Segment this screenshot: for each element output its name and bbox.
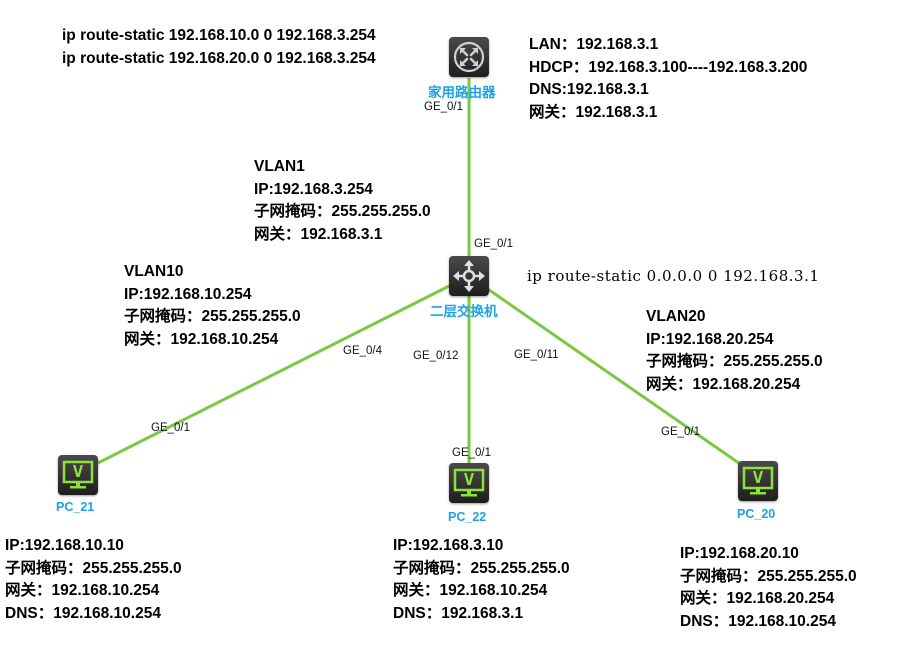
pc21-device[interactable] bbox=[58, 455, 98, 495]
vlan1-gateway: 网关：192.168.3.1 bbox=[254, 225, 383, 243]
pc21-dns: DNS：192.168.10.254 bbox=[5, 604, 161, 622]
pc22-ip: IP:192.168.3.10 bbox=[393, 537, 504, 554]
pc20-gateway: 网关：192.168.20.254 bbox=[680, 590, 835, 607]
vlan1-ip: IP:192.168.3.254 bbox=[254, 180, 373, 198]
vlan20-gateway: 网关：192.168.20.254 bbox=[646, 375, 801, 393]
pc20-label: PC_20 bbox=[737, 507, 776, 521]
port-pc21-ge: GE_0/1 bbox=[151, 422, 190, 434]
router-gateway: 网关：192.168.3.1 bbox=[529, 103, 658, 121]
switch-icon bbox=[453, 260, 485, 292]
port-switch-pc20: GE_0/11 bbox=[514, 349, 559, 361]
link-switch-pc21 bbox=[91, 274, 470, 468]
link-switch-pc20 bbox=[468, 274, 747, 470]
pc21-gateway: 网关：192.168.10.254 bbox=[5, 582, 160, 599]
pc21-config: IP:192.168.10.10 子网掩码：255.255.255.0 网关：1… bbox=[5, 535, 182, 625]
vlan1-mask: 子网掩码：255.255.255.0 bbox=[254, 203, 431, 220]
pc20-dns: DNS：192.168.10.254 bbox=[680, 612, 836, 630]
router-dns: DNS:192.168.3.1 bbox=[529, 81, 649, 98]
port-switch-pc22: GE_0/12 bbox=[413, 350, 459, 362]
router-routes: ip route-static 192.168.10.0 0 192.168.3… bbox=[62, 25, 376, 70]
pc-icon bbox=[453, 468, 485, 497]
pc20-mask: 子网掩码：255.255.255.0 bbox=[680, 567, 857, 585]
switch-label: 二层交换机 bbox=[430, 304, 498, 319]
vlan10-gateway: 网关：192.168.10.254 bbox=[124, 330, 279, 348]
pc21-ip: IP:192.168.10.10 bbox=[5, 537, 124, 554]
port-switch-pc21: GE_0/4 bbox=[343, 345, 382, 357]
pc22-label: PC_22 bbox=[448, 510, 487, 524]
vlan20-title: VLAN20 bbox=[646, 308, 706, 325]
pc21-mask: 子网掩码：255.255.255.0 bbox=[5, 559, 182, 577]
router-device[interactable] bbox=[449, 37, 489, 77]
vlan10-config: VLAN10 IP:192.168.10.254 子网掩码：255.255.25… bbox=[124, 261, 301, 351]
vlan10-title: VLAN10 bbox=[124, 263, 184, 280]
port-pc20-ge: GE_0/1 bbox=[661, 426, 700, 438]
pc20-device[interactable] bbox=[738, 461, 778, 501]
pc-icon bbox=[62, 460, 94, 489]
switch-device[interactable] bbox=[449, 256, 489, 296]
pc22-mask: 子网掩码：255.255.255.0 bbox=[393, 559, 570, 577]
pc22-config: IP:192.168.3.10 子网掩码：255.255.255.0 网关：19… bbox=[393, 535, 570, 625]
pc20-ip: IP:192.168.20.10 bbox=[680, 545, 799, 562]
router-icon bbox=[453, 41, 485, 73]
vlan1-config: VLAN1 IP:192.168.3.254 子网掩码：255.255.255.… bbox=[254, 156, 431, 246]
pc21-label: PC_21 bbox=[56, 500, 95, 514]
router-label: 家用路由器 bbox=[428, 85, 496, 100]
vlan20-config: VLAN20 IP:192.168.20.254 子网掩码：255.255.25… bbox=[646, 306, 823, 396]
router-config: LAN：192.168.3.1 HDCP：192.168.3.100----19… bbox=[529, 34, 807, 124]
router-dhcp: HDCP：192.168.3.100----192.168.3.200 bbox=[529, 58, 808, 76]
pc22-device[interactable] bbox=[449, 463, 489, 503]
port-router-ge: GE_0/1 bbox=[424, 101, 463, 113]
pc22-gateway: 网关：192.168.10.254 bbox=[393, 582, 548, 599]
router-lan: LAN：192.168.3.1 bbox=[529, 36, 659, 53]
router-route-line: ip route-static 192.168.20.0 0 192.168.3… bbox=[62, 49, 376, 67]
pc20-config: IP:192.168.20.10 子网掩码：255.255.255.0 网关：1… bbox=[680, 543, 857, 633]
switch-route: ip route-static 0.0.0.0 0 192.168.3.1 bbox=[527, 267, 820, 285]
vlan10-mask: 子网掩码：255.255.255.0 bbox=[124, 308, 301, 325]
port-switch-up: GE_0/1 bbox=[474, 238, 513, 250]
router-route-line: ip route-static 192.168.10.0 0 192.168.3… bbox=[62, 27, 376, 44]
vlan10-ip: IP:192.168.10.254 bbox=[124, 285, 252, 303]
pc22-dns: DNS：192.168.3.1 bbox=[393, 604, 524, 622]
vlan20-mask: 子网掩码：255.255.255.0 bbox=[646, 353, 823, 370]
port-pc22-ge: GE_0/1 bbox=[452, 447, 491, 459]
vlan20-ip: IP:192.168.20.254 bbox=[646, 330, 774, 348]
vlan1-title: VLAN1 bbox=[254, 158, 305, 175]
pc-icon bbox=[742, 466, 774, 495]
